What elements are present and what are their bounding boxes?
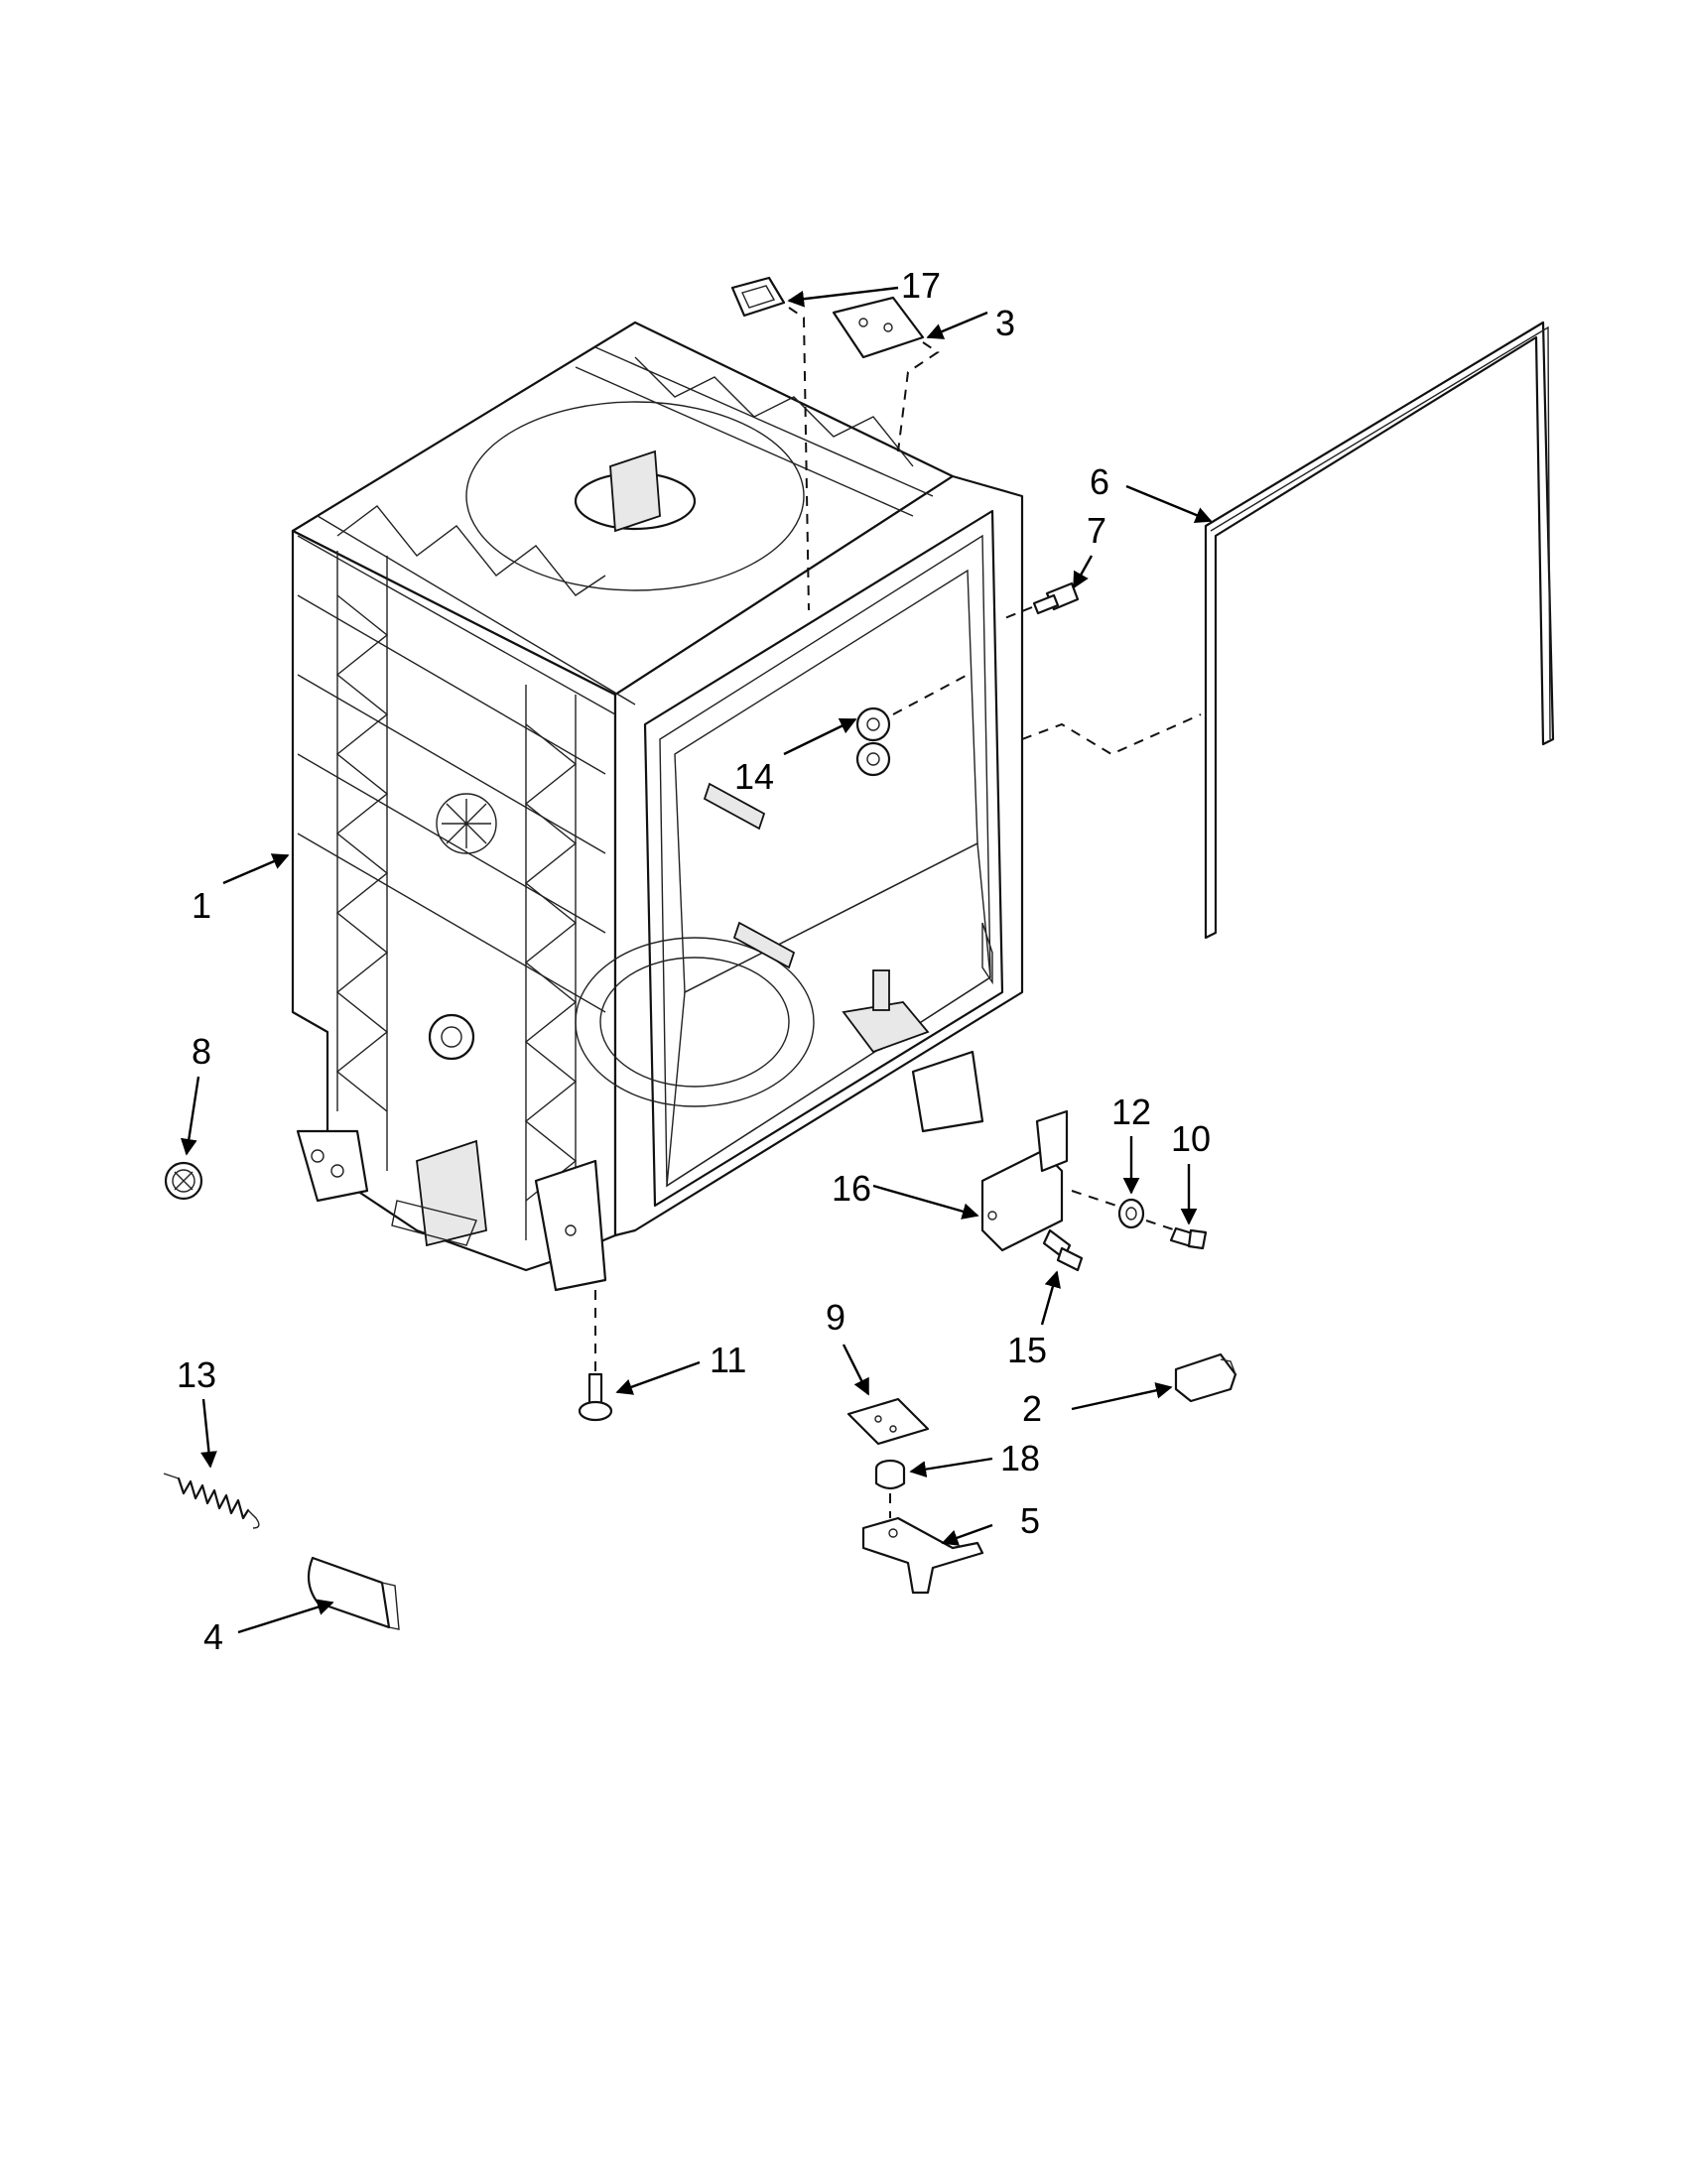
part-14-roller (855, 674, 969, 777)
leader-15 (1040, 1270, 1061, 1326)
leader-5 (941, 1523, 993, 1546)
callout-12: 12 (1111, 1092, 1151, 1132)
callout-15: 15 (1007, 1330, 1047, 1370)
leader-7 (1072, 555, 1094, 589)
callout-3: 3 (995, 303, 1015, 343)
callout-2: 2 (1022, 1388, 1042, 1429)
callout-4: 4 (203, 1616, 223, 1657)
callout-14: 14 (734, 756, 774, 797)
callout-13: 13 (177, 1354, 216, 1395)
part-7-screw (1001, 581, 1080, 620)
leader-lines (180, 286, 1213, 1634)
callout-18: 18 (1000, 1438, 1040, 1478)
part-15-screw (1042, 1228, 1084, 1272)
callout-16: 16 (832, 1168, 871, 1209)
callout-labels: 17 3 6 7 14 1 8 16 12 10 15 11 9 2 18 5 … (177, 265, 1211, 1657)
leader-14 (783, 717, 857, 756)
part-13-spring (163, 1473, 260, 1529)
callout-10: 10 (1171, 1118, 1211, 1159)
callout-11: 11 (710, 1340, 746, 1380)
part-4-pad (307, 1556, 400, 1630)
tub-assembly (291, 321, 1024, 1292)
part-6-gasket (1021, 321, 1555, 940)
callout-17: 17 (901, 265, 941, 306)
leader-16 (872, 1184, 979, 1220)
leader-13 (200, 1398, 217, 1469)
leader-17 (787, 286, 899, 308)
part-10-screw (1169, 1226, 1208, 1250)
leader-2 (1071, 1382, 1173, 1411)
leader-8 (180, 1076, 200, 1156)
callout-1: 1 (192, 885, 211, 926)
part-9-pad (846, 1397, 930, 1446)
leader-9 (842, 1344, 870, 1396)
part-16-bracket (980, 1109, 1069, 1252)
callout-5: 5 (1020, 1500, 1040, 1541)
callout-6: 6 (1090, 461, 1109, 502)
leader-11 (615, 1360, 701, 1395)
part-18-knob (874, 1459, 906, 1518)
part-5-hinge (861, 1516, 984, 1595)
part-2-latch (1174, 1352, 1237, 1403)
leader-6 (1125, 484, 1213, 524)
leader-4 (237, 1599, 334, 1634)
part-12-washer (1071, 1190, 1177, 1231)
leader-3 (926, 311, 988, 339)
part-11-leveling-leg (578, 1290, 613, 1422)
callout-8: 8 (192, 1031, 211, 1072)
part-17-clip (730, 276, 810, 611)
part-8-cap (164, 1161, 203, 1201)
callout-7: 7 (1087, 510, 1106, 551)
callout-9: 9 (826, 1297, 845, 1338)
leader-18 (909, 1457, 993, 1477)
part-3-bracket (832, 296, 940, 452)
leader-1 (222, 853, 290, 885)
